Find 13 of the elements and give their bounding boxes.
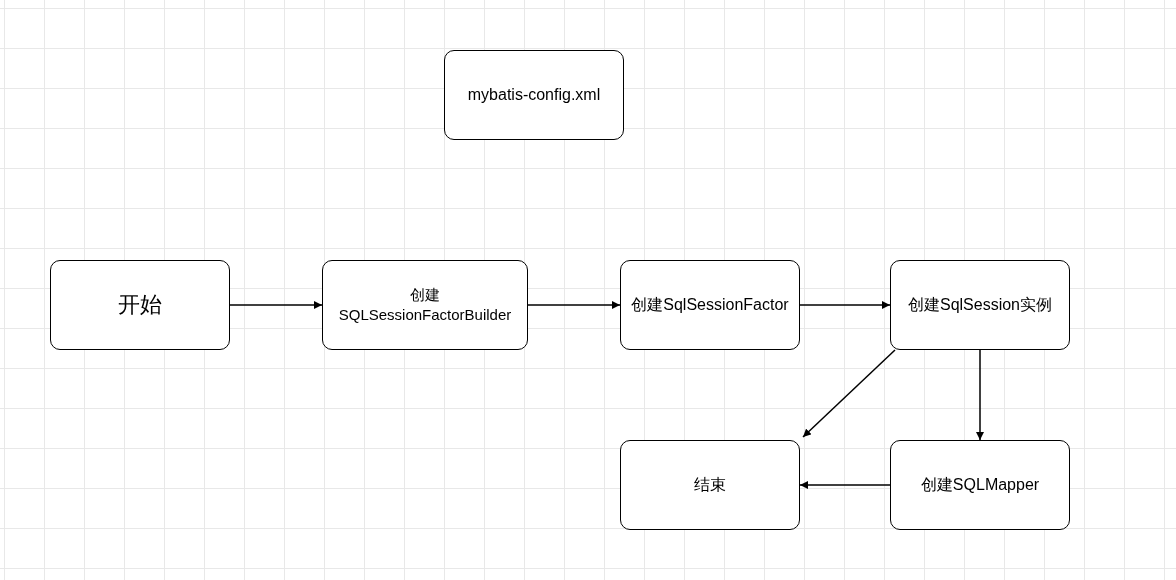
arrow	[802, 349, 896, 438]
arrow	[527, 301, 621, 309]
process-box: 创建SQLMapper	[890, 440, 1070, 530]
arrow	[799, 301, 891, 309]
arrow	[976, 349, 984, 441]
process-box: 创建SQLSessionFactorBuilder	[322, 260, 528, 350]
process-box: 开始	[50, 260, 230, 350]
process-box: 结束	[620, 440, 800, 530]
arrow	[229, 301, 323, 309]
arrow	[799, 481, 891, 489]
process-box: 创建SqlSessionFactor	[620, 260, 800, 350]
process-box: 创建SqlSession实例	[890, 260, 1070, 350]
process-box: mybatis-config.xml	[444, 50, 624, 140]
